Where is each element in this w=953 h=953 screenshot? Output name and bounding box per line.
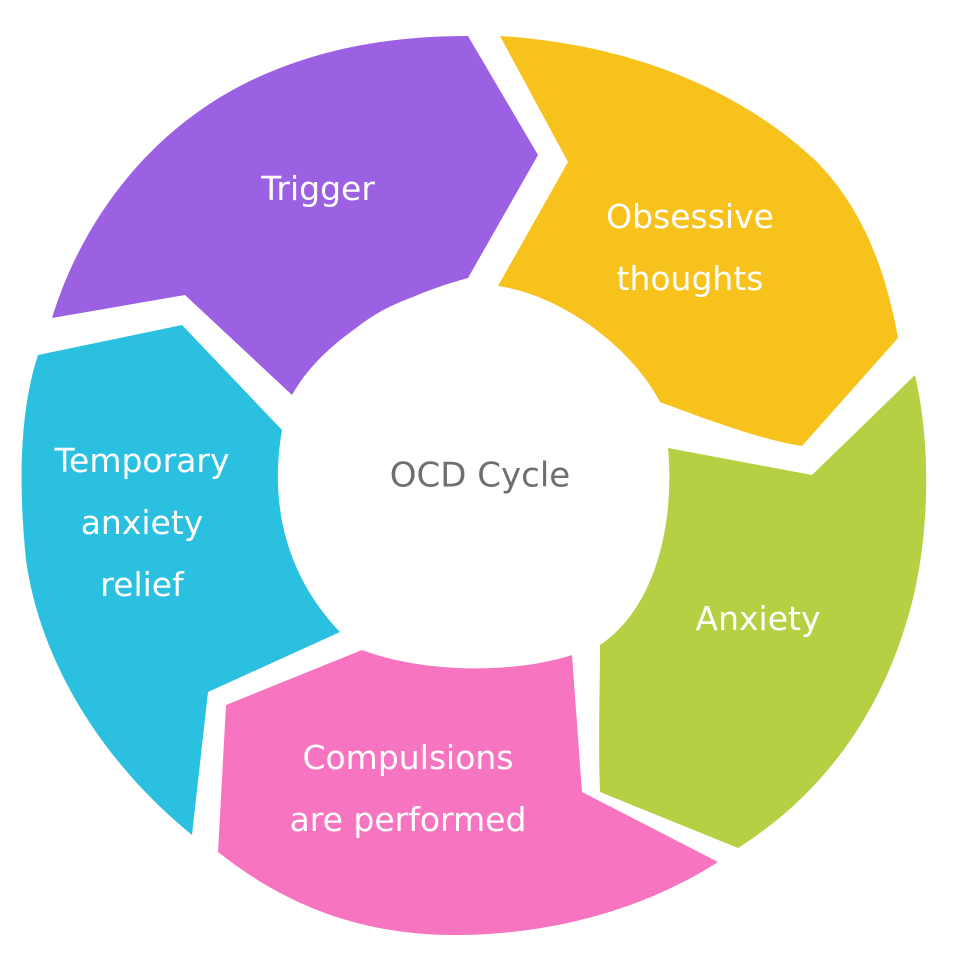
segment-label-line: Trigger xyxy=(260,169,375,208)
segment-compulsions xyxy=(218,650,718,935)
segment-label-anxiety: Anxiety xyxy=(696,599,821,638)
segment-label-line: thoughts xyxy=(617,259,764,298)
segment-label-line: Temporary xyxy=(53,441,229,480)
segment-label-obsessive-thoughts: Obsessive thoughts xyxy=(606,197,774,298)
segment-obsessive-thoughts xyxy=(498,36,898,446)
segment-label-line: Compulsions xyxy=(302,738,513,777)
segment-label-line: are performed xyxy=(290,800,527,839)
segment-label-line: Obsessive xyxy=(606,197,774,236)
segment-anxiety xyxy=(599,375,927,848)
center-label: OCD Cycle xyxy=(390,456,570,496)
cycle-segments xyxy=(21,36,927,935)
segment-trigger xyxy=(52,36,538,395)
segment-label-line: relief xyxy=(100,565,185,604)
segment-label-line: anxiety xyxy=(81,503,204,542)
center-circle xyxy=(284,287,664,667)
segment-label-trigger: Trigger xyxy=(260,169,375,208)
segment-label-relief: Temporary anxiety relief xyxy=(53,441,229,604)
segment-label-line: Anxiety xyxy=(696,599,821,638)
segment-label-compulsions: Compulsions are performed xyxy=(290,738,527,839)
segment-relief xyxy=(21,325,341,835)
